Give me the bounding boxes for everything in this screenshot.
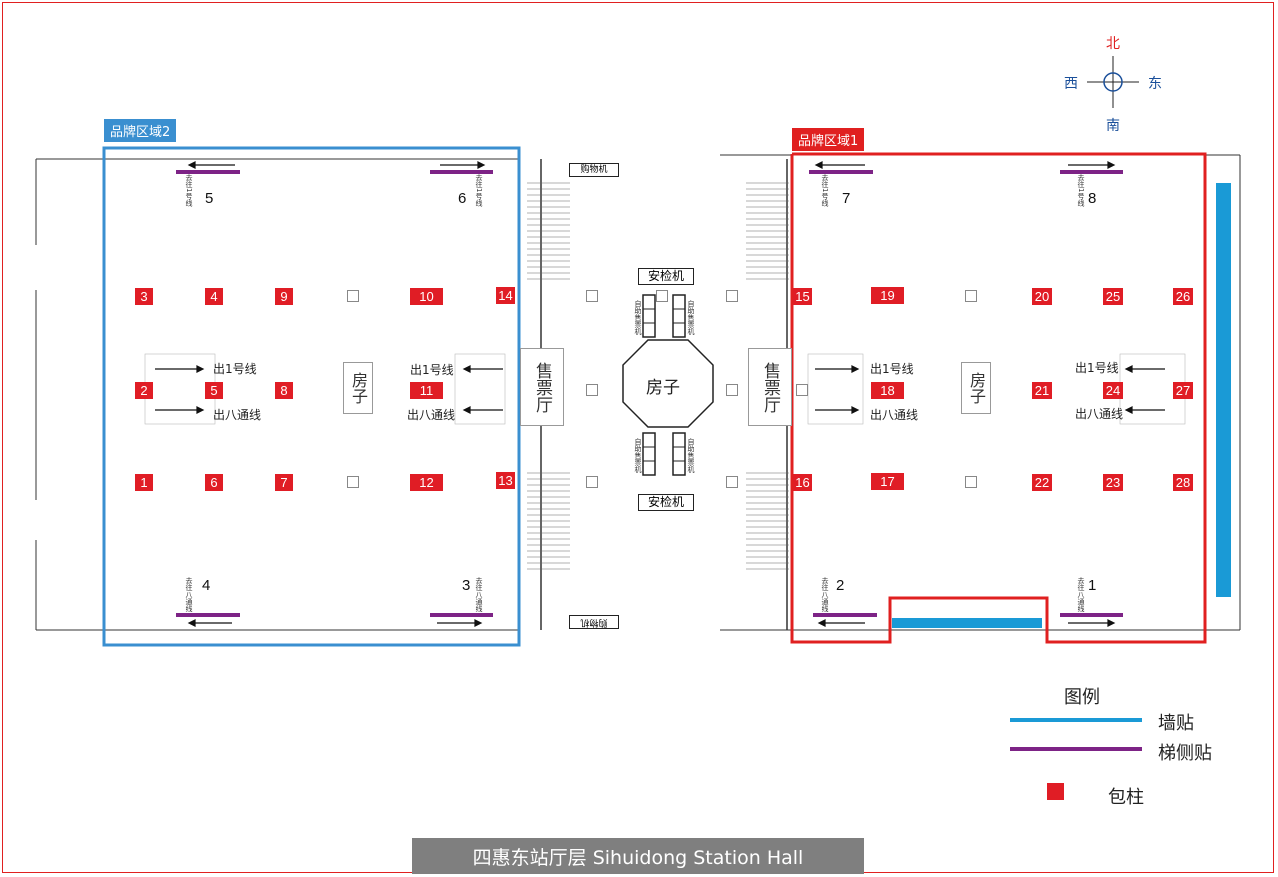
- column: [965, 476, 977, 488]
- pillar-8: 8: [275, 382, 293, 399]
- gate-6-sign: 去往1号线: [475, 174, 483, 207]
- gate-3: 3: [462, 577, 471, 594]
- exit-line8-label: 出八通线: [213, 408, 262, 422]
- gate-5-sign: 去往1号线: [185, 174, 193, 207]
- exit-line8-label: 出八通线: [407, 408, 456, 422]
- gate-5: 5: [205, 190, 214, 207]
- pillar-16: 16: [793, 474, 812, 491]
- ticket-hall-right: 售票厅: [748, 348, 792, 426]
- column: [347, 476, 359, 488]
- exit-line1-label: 出1号线: [1075, 361, 1119, 375]
- vending-machine-top: 购物机: [569, 163, 619, 177]
- column: [347, 290, 359, 302]
- column: [726, 384, 738, 396]
- pillar-19: 19: [871, 287, 904, 304]
- house-center: 房子: [646, 378, 680, 398]
- exit-line1-label: 出1号线: [870, 362, 914, 376]
- pillar-6: 6: [205, 474, 223, 491]
- zone2-label: 品牌区域2: [104, 119, 177, 142]
- pillar-4: 4: [205, 288, 223, 305]
- pillar-26: 26: [1173, 288, 1193, 305]
- pillar-5: 5: [205, 382, 223, 399]
- column: [586, 384, 598, 396]
- gate-8: 8: [1088, 190, 1097, 207]
- pillar-13: 13: [496, 472, 515, 489]
- column: [586, 290, 598, 302]
- pillar-25: 25: [1103, 288, 1123, 305]
- gate-2: 2: [836, 577, 845, 594]
- pillar-12: 12: [410, 474, 443, 491]
- gate-7: 7: [842, 190, 851, 207]
- pillar-9: 9: [275, 288, 293, 305]
- pillar-15: 15: [793, 288, 812, 305]
- pillar-2: 2: [135, 382, 153, 399]
- house-left: 房子: [343, 362, 373, 414]
- pillar-23: 23: [1103, 474, 1123, 491]
- pillar-17: 17: [871, 473, 904, 490]
- pillar-22: 22: [1032, 474, 1052, 491]
- legend-title: 图例: [1064, 687, 1100, 708]
- pillar-3: 3: [135, 288, 153, 305]
- column: [965, 290, 977, 302]
- zone1-label: 品牌区域1: [792, 128, 865, 151]
- exit-line8-label: 出八通线: [870, 408, 919, 422]
- pillar-24: 24: [1103, 382, 1123, 399]
- exit-line1-label: 出1号线: [213, 362, 257, 376]
- ticket-hall-left: 售票厅: [520, 348, 564, 426]
- column: [586, 476, 598, 488]
- gate-4: 4: [202, 577, 211, 594]
- compass-south: 南: [1106, 118, 1120, 134]
- gate-2-sign: 去往八通线: [821, 577, 829, 612]
- column: [796, 384, 808, 396]
- pillar-7: 7: [275, 474, 293, 491]
- pillar-1: 1: [135, 474, 153, 491]
- pillar-28: 28: [1173, 474, 1193, 491]
- column: [726, 290, 738, 302]
- exit-line1-label: 出1号线: [410, 363, 454, 377]
- self-service-label: 自助售票机: [687, 438, 695, 473]
- gate-1-sign: 去往八通线: [1077, 577, 1085, 612]
- page-title: 四惠东站厅层 Sihuidong Station Hall: [412, 838, 864, 874]
- compass-north: 北: [1106, 36, 1120, 52]
- column: [726, 476, 738, 488]
- legend-pillar: 包柱: [1108, 787, 1144, 808]
- gate-3-sign: 去往八通线: [475, 577, 483, 612]
- gate-8-sign: 去往1号线: [1077, 174, 1085, 207]
- gate-1: 1: [1088, 577, 1097, 594]
- pillar-11: 11: [410, 382, 443, 399]
- gate-6: 6: [458, 190, 467, 207]
- gate-4-sign: 去往八通线: [185, 577, 193, 612]
- gate-7-sign: 去往1号线: [821, 174, 829, 207]
- compass-west: 西: [1064, 76, 1078, 92]
- self-service-label: 自助售票机: [634, 438, 642, 473]
- security-machine-bottom: 安检机: [638, 494, 694, 511]
- self-service-label: 自助售票机: [634, 300, 642, 335]
- vending-machine-bottom: 购物机: [569, 615, 619, 629]
- pillar-14: 14: [496, 287, 515, 304]
- pillar-20: 20: [1032, 288, 1052, 305]
- compass-east: 东: [1148, 76, 1162, 92]
- house-right: 房子: [961, 362, 991, 414]
- pillar-21: 21: [1032, 382, 1052, 399]
- column: [656, 290, 668, 302]
- legend-wall: 墙贴: [1158, 713, 1194, 734]
- self-service-label: 自助售票机: [687, 300, 695, 335]
- legend-stair: 梯侧贴: [1158, 743, 1212, 764]
- security-machine-top: 安检机: [638, 268, 694, 285]
- pillar-27: 27: [1173, 382, 1193, 399]
- pillar-18: 18: [871, 382, 904, 399]
- exit-line8-label: 出八通线: [1075, 407, 1124, 421]
- pillar-10: 10: [410, 288, 443, 305]
